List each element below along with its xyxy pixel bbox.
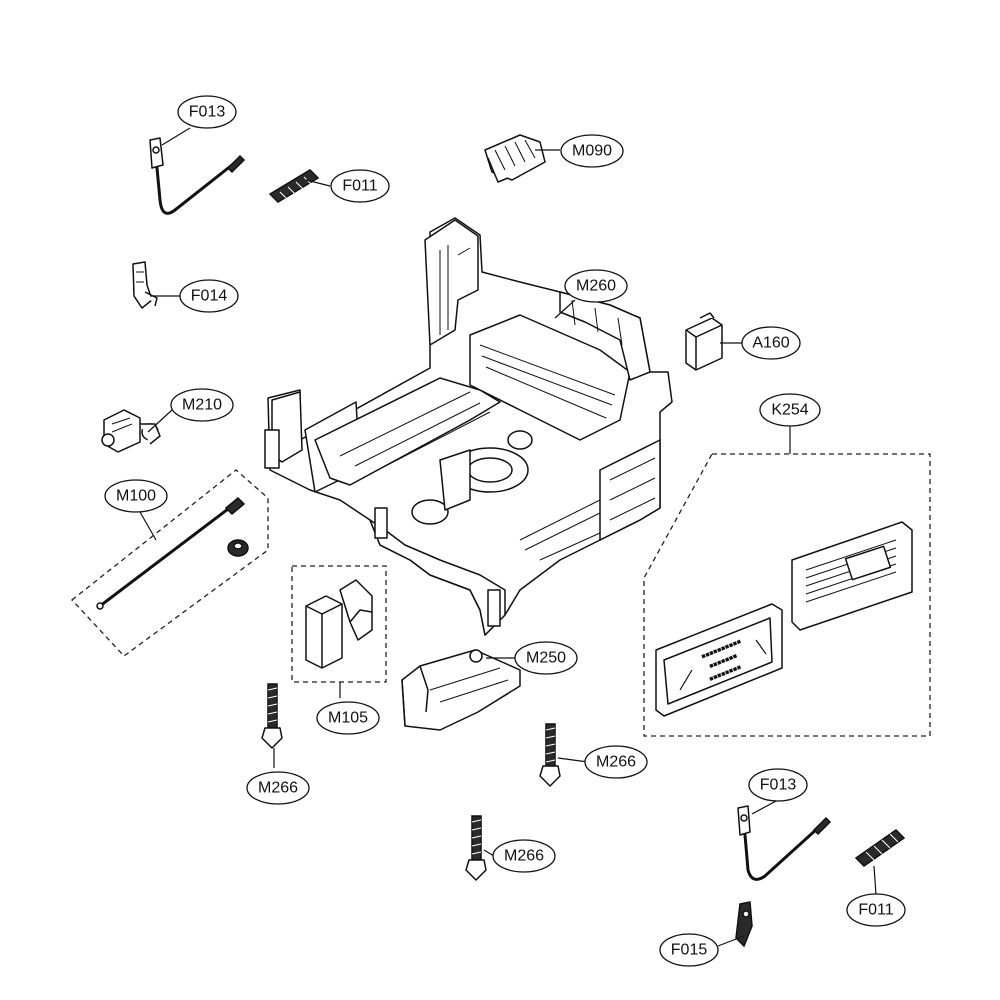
valve-assembly-part (101, 409, 161, 453)
callout-f015: F015 (659, 933, 719, 967)
connector-module-part (685, 312, 723, 371)
bracket-pair-group (291, 565, 387, 683)
callout-label: A160 (752, 335, 789, 352)
callout-m266-bottom: M266 (492, 839, 556, 873)
callout-label: M105 (328, 710, 368, 727)
sensor-wire-part (149, 137, 246, 215)
callout-label: M250 (526, 650, 566, 667)
callout-label: F011 (342, 178, 377, 195)
callout-m266-mid: M266 (584, 745, 648, 779)
callout-m260: M260 (564, 269, 628, 303)
callout-f013-bottom: F013 (748, 768, 808, 802)
callout-m105: M105 (316, 701, 380, 735)
switch-clip-part (132, 261, 158, 309)
screw-mid-part (539, 723, 561, 787)
rod-assembly-group (71, 469, 269, 657)
callout-label: M266 (504, 848, 544, 865)
callout-label: F013 (189, 104, 226, 121)
base-frame-part (264, 217, 673, 636)
callout-a160: A160 (741, 326, 801, 360)
callout-label: M266 (596, 754, 636, 771)
callout-label: M100 (116, 488, 156, 505)
callout-m090: M090 (560, 134, 624, 168)
spring-part (268, 169, 320, 203)
callout-label: F013 (760, 777, 797, 794)
callout-label: M266 (258, 780, 298, 797)
callout-label: F015 (671, 942, 708, 959)
callout-m210: M210 (170, 388, 234, 422)
callout-f013-top: F013 (177, 95, 237, 129)
panel-assembly-group: ■■■■■■■■■■ ■■■■■■■ ■■■■■■■■ (643, 453, 931, 737)
callout-f014: F014 (179, 279, 239, 313)
sensor-wire-bottom-part (737, 805, 832, 881)
callout-m266-left: M266 (246, 771, 310, 805)
screw-left-part (261, 683, 283, 749)
leader-lines (139, 127, 877, 947)
callout-m250: M250 (514, 641, 578, 675)
callout-m100: M100 (104, 479, 168, 513)
front-guard-part (401, 649, 521, 731)
callout-f011-top: F011 (330, 169, 390, 203)
callout-label: K254 (771, 402, 808, 419)
callout-label: F011 (858, 902, 893, 919)
clip-bracket-part (484, 134, 546, 183)
spring-bottom-part (854, 829, 906, 867)
callout-label: F014 (191, 288, 228, 305)
callout-f011-bottom: F011 (846, 893, 906, 927)
small-clip-part (735, 901, 753, 948)
screw-bottom-part (465, 815, 487, 881)
callout-label: M260 (576, 278, 616, 295)
callout-label: M210 (182, 397, 222, 414)
callout-k254: K254 (759, 393, 821, 427)
callout-label: M090 (572, 143, 612, 160)
